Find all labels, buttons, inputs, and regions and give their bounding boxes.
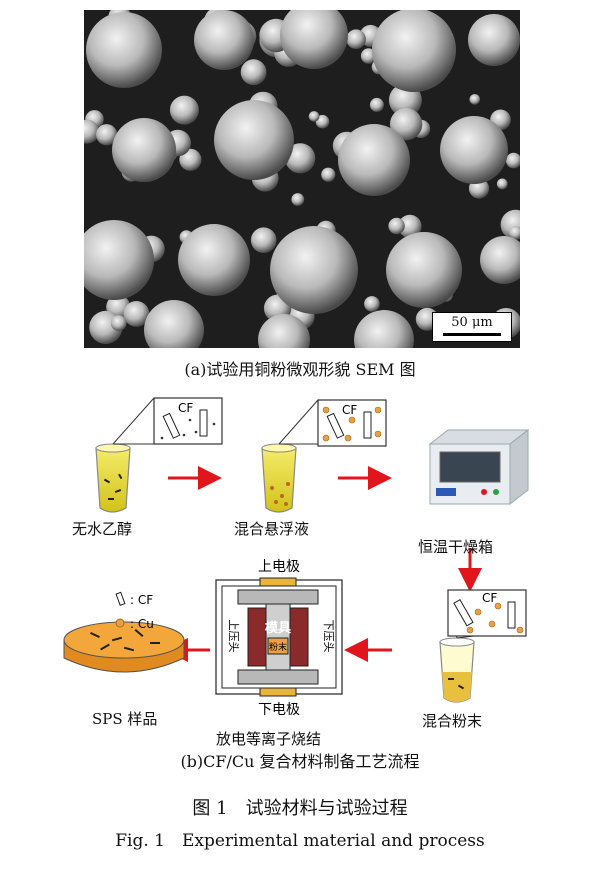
large-sphere <box>354 310 414 348</box>
label-ethanol: 无水乙醇 <box>72 520 133 538</box>
upper-electrode-label: 上电极 <box>258 559 300 575</box>
small-sphere <box>315 114 330 129</box>
small-sphere <box>123 301 150 327</box>
beaker-ethanol <box>95 443 131 513</box>
scale-bar-line <box>443 333 501 336</box>
figure-title-cn: 图 1 试验材料与试验过程 <box>192 798 408 819</box>
small-sphere <box>509 225 520 240</box>
large-sphere <box>86 12 162 88</box>
small-sphere <box>291 193 305 206</box>
cf-label-1: CF <box>178 401 193 415</box>
label-oven: 恒温干燥箱 <box>418 538 494 556</box>
small-sphere <box>398 214 422 239</box>
mold-label: 模具 <box>265 620 291 636</box>
zoom-box-ethanol <box>112 397 223 445</box>
large-sphere <box>258 314 310 348</box>
lower-punch-label: 下压头 <box>322 620 335 653</box>
large-sphere <box>144 300 204 348</box>
small-sphere <box>364 296 380 312</box>
large-sphere <box>214 100 294 180</box>
label-suspension: 混合悬浮液 <box>234 520 310 538</box>
cf-label-3: CF <box>482 591 497 605</box>
small-sphere <box>169 95 199 125</box>
small-sphere <box>321 167 336 182</box>
process-diagram: CF CF CF <box>63 397 530 718</box>
beaker-suspension <box>261 443 297 513</box>
large-sphere <box>480 236 520 284</box>
oven <box>428 428 530 506</box>
small-sphere <box>388 217 405 235</box>
legend-cu-label: : Cu <box>130 617 154 631</box>
small-sphere <box>505 152 520 169</box>
upper-punch-label: 上压头 <box>227 620 240 653</box>
sem-micrograph: 50 μm <box>84 10 520 348</box>
caption-b: (b)CF/Cu 复合材料制备工艺流程 <box>180 752 420 771</box>
label-sps: 放电等离子烧结 <box>216 730 322 748</box>
large-sphere <box>178 224 250 296</box>
small-sphere <box>84 119 100 144</box>
scale-bar-label: 50 μm <box>451 315 493 330</box>
legend-cf-label: : CF <box>130 593 153 607</box>
large-sphere <box>270 226 358 314</box>
small-sphere <box>110 315 127 331</box>
copper-powder-spheres <box>84 10 520 348</box>
legend-cf-icon <box>115 591 126 606</box>
small-sphere <box>96 124 118 146</box>
sps-apparatus <box>215 577 343 697</box>
small-sphere <box>308 111 320 122</box>
large-sphere <box>280 10 348 69</box>
small-sphere <box>369 97 384 112</box>
large-sphere <box>386 232 462 308</box>
legend-cu-icon <box>115 618 125 628</box>
small-sphere <box>389 108 423 141</box>
figure-title-en: Fig. 1 Experimental material and process <box>115 831 485 851</box>
small-sphere <box>496 178 508 190</box>
small-sphere <box>179 148 202 171</box>
small-sphere <box>250 227 277 253</box>
large-sphere <box>84 220 154 300</box>
legend <box>115 591 126 628</box>
sps-sample-disc <box>63 621 185 673</box>
zoom-box-mixed-powder <box>447 589 527 639</box>
powder-label: 粉末 <box>269 641 287 653</box>
large-sphere <box>372 10 456 92</box>
zoom-box-suspension <box>278 399 387 447</box>
label-sample: SPS 样品 <box>92 710 158 728</box>
label-mixed-powder: 混合粉末 <box>422 712 483 730</box>
large-sphere <box>440 116 508 184</box>
cf-label-2: CF <box>342 403 357 417</box>
large-sphere <box>338 124 410 196</box>
small-sphere <box>285 143 316 174</box>
lower-electrode-label: 下电极 <box>258 702 300 718</box>
large-sphere <box>112 118 176 182</box>
large-sphere <box>194 10 254 70</box>
caption-a: (a)试验用铜粉微观形貌 SEM 图 <box>184 360 416 379</box>
scale-bar: 50 μm <box>432 312 512 342</box>
small-sphere <box>240 59 267 86</box>
small-sphere <box>469 94 481 105</box>
small-sphere <box>346 29 366 49</box>
beaker-mixed-powder <box>439 637 475 703</box>
large-sphere <box>468 14 520 66</box>
